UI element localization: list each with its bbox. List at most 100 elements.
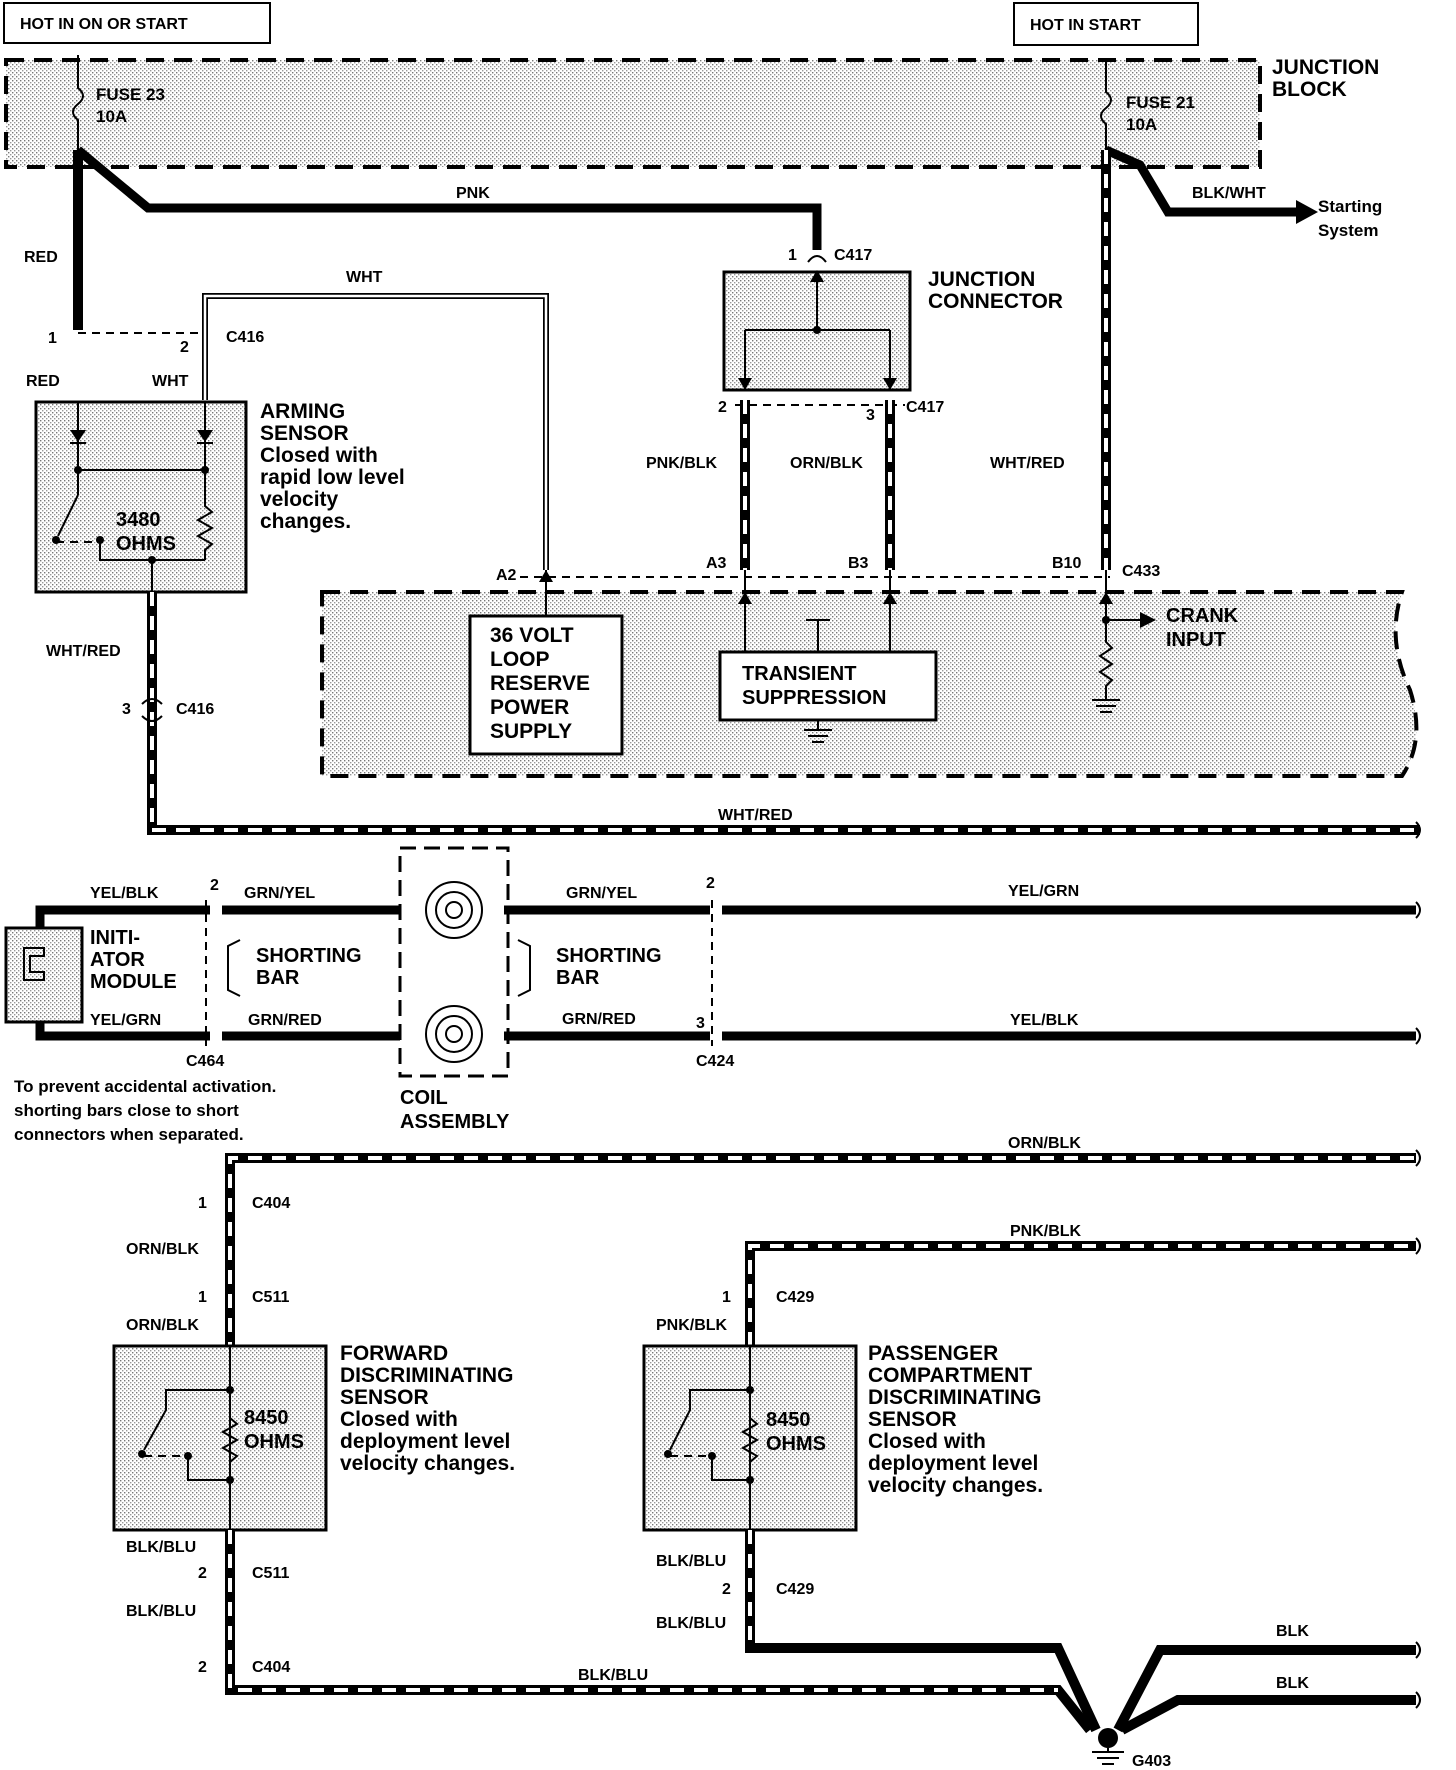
transient-label-2: SUPPRESSION [742,687,886,709]
pnk-blk-label-bottom: PNK/BLK [1010,1223,1082,1240]
starting-arrow [1296,200,1318,224]
c416-lower-pin3: 3 [122,701,131,718]
c429-top-label: C429 [776,1289,814,1306]
c416-lower-connector [141,698,163,722]
loop-reserve-5: SUPPLY [490,720,572,743]
wht-wire [202,293,549,570]
crank-input-2: INPUT [1166,629,1226,651]
fuse-23: FUSE 23 10A [72,55,165,150]
forward-label-3: SENSOR [340,1386,429,1409]
fuse-21: FUSE 21 10A [1100,58,1195,150]
crank-input-circuit [1092,570,1156,713]
junction-connector-label-1: JUNCTION [928,268,1035,291]
c416-pin1: 1 [48,330,57,347]
pin-a3: A3 [706,555,727,572]
arming-label-5: velocity [260,488,339,511]
passenger-label-4: SENSOR [868,1408,957,1431]
forward-sensor-internal [138,1346,240,1530]
loop-reserve-supply [468,614,624,756]
loop-reserve-4: POWER [490,696,569,719]
c429-top-pin1: 1 [722,1289,731,1306]
yel-blk-label-right: YEL/BLK [1010,1012,1079,1029]
c511-bottom-label: C511 [252,1565,289,1582]
red-label-1: RED [24,249,58,266]
c511-top-label: C511 [252,1289,289,1306]
coil-spiral-bottom [425,1005,483,1063]
c404-bottom-pin2: 2 [198,1659,207,1676]
wht-red-label-bottom: WHT/RED [718,807,793,824]
fuse21-rating: 10A [1126,115,1157,134]
initiator-squib-symbol [23,947,45,981]
arming-label-6: changes. [260,510,351,533]
c429-bottom-label: C429 [776,1581,814,1598]
orn-blk-label-bottom: ORN/BLK [1008,1135,1081,1152]
blk-blu-label-4: BLK/BLU [656,1615,726,1632]
initiator-label-3: MODULE [90,971,177,993]
wire-break-markers [1415,821,1421,1709]
blk-blu-label-2: BLK/BLU [126,1603,196,1620]
arming-sensor [34,400,248,594]
orn-blk-label-mid: ORN/BLK [126,1241,199,1258]
c404-top-pin1: 1 [198,1195,207,1212]
initiator-label-2: ATOR [90,949,145,971]
coil-spiral-top [425,881,483,939]
arming-label-2: SENSOR [260,422,349,445]
passenger-label-1: PASSENGER [868,1342,998,1365]
hot-run-start-box [3,2,271,44]
pnk-blk-label-top: PNK/BLK [646,455,718,472]
blk-blu-label-1: BLK/BLU [126,1539,196,1556]
forward-label-5: deployment level [340,1430,510,1453]
grn-yel-label-left: GRN/YEL [244,885,315,902]
loop-reserve-3: RESERVE [490,672,590,695]
blk-wire-upper [1113,1645,1416,1733]
c433-label: C433 [1122,563,1160,580]
blk-blu-label-bottom: BLK/BLU [578,1667,648,1684]
wht-label-2: WHT [152,373,189,390]
note-line-2: shorting bars close to short [14,1101,239,1120]
coil-label-2: ASSEMBLY [400,1111,510,1133]
shorting-bar-left [227,939,241,997]
transient-leads [738,570,897,652]
passenger-ohms-2: OHMS [766,1433,826,1455]
hot-start-label: HOT IN START [1030,17,1141,34]
forward-label-6: velocity changes. [340,1452,515,1475]
wht-red-wire-arming [147,592,1420,835]
blk-blu-wire-passenger [745,1530,1101,1733]
c424-pin3: 3 [696,1015,705,1032]
yel-blk-label-left: YEL/BLK [90,885,159,902]
pnk-label: PNK [456,185,490,202]
c404-bottom-label: C404 [252,1659,290,1676]
passenger-sensor-internal [664,1346,760,1530]
passenger-label-5: Closed with [868,1430,986,1453]
shorting-bar-right-2: BAR [556,967,600,989]
hot-run-start-label: HOT IN ON OR START [20,16,188,33]
junction-block [4,58,1262,169]
c511-top-pin1: 1 [198,1289,207,1306]
ground-g403 [1092,1728,1124,1765]
shorting-bar-left-1: SHORTING [256,945,362,967]
g403-label: G403 [1132,1753,1171,1770]
yel-grn-label-left: YEL/GRN [90,1012,161,1029]
transient-suppression [718,650,938,722]
c424-label: C424 [696,1053,734,1070]
forward-ohms-1: 8450 [244,1407,289,1429]
forward-sensor [112,1344,328,1532]
junction-connector-label-2: CONNECTOR [928,290,1063,313]
starting-system-1: Starting [1318,197,1382,216]
forward-ohms-2: OHMS [244,1431,304,1453]
pnk-blk-label-passenger: PNK/BLK [656,1317,728,1334]
loop-reserve-1: 36 VOLT [490,624,574,647]
pin-b3: B3 [848,555,869,572]
shorting-bar-right-1: SHORTING [556,945,662,967]
wht-red-label-left: WHT/RED [46,643,121,660]
transient-ground [804,720,832,743]
c464-pin2: 2 [210,877,219,894]
orn-blk-wire-forward [225,1153,1416,1356]
c511-bottom-pin2: 2 [198,1565,207,1582]
blk-label-lower: BLK [1276,1675,1309,1692]
passenger-label-3: DISCRIMINATING [868,1386,1041,1409]
coil-assembly [398,846,510,1078]
loop-reserve-2: LOOP [490,648,550,671]
pnk-wire [75,146,822,250]
